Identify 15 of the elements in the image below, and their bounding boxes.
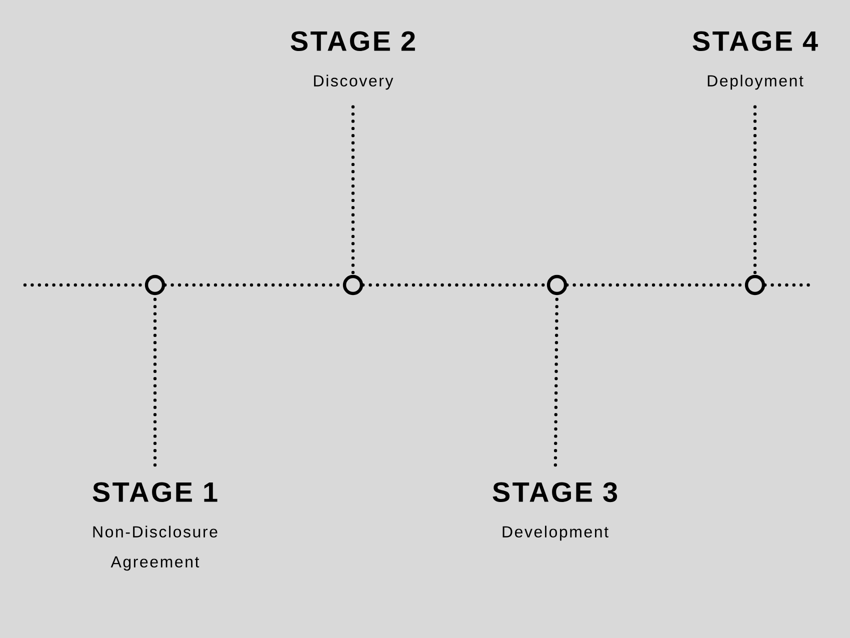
timeline-node (342, 274, 364, 296)
dotted-line (753, 105, 757, 276)
stage-description: Discovery (314, 74, 394, 90)
dotted-line (764, 283, 812, 287)
stage-description: Development (502, 526, 608, 541)
stage-heading: STAGE 3 (492, 482, 618, 502)
stage-heading: STAGE 1 (92, 482, 218, 502)
stage-heading: STAGE 2 (290, 31, 415, 52)
timeline-node (546, 274, 568, 296)
dotted-line (351, 105, 355, 276)
timeline-node (744, 274, 766, 296)
stage-description: Deployment (708, 74, 804, 90)
stage-heading: STAGE 4 (692, 31, 818, 52)
stage-description: Non-Disclosure Agreement (93, 526, 218, 571)
timeline-node (144, 274, 166, 296)
